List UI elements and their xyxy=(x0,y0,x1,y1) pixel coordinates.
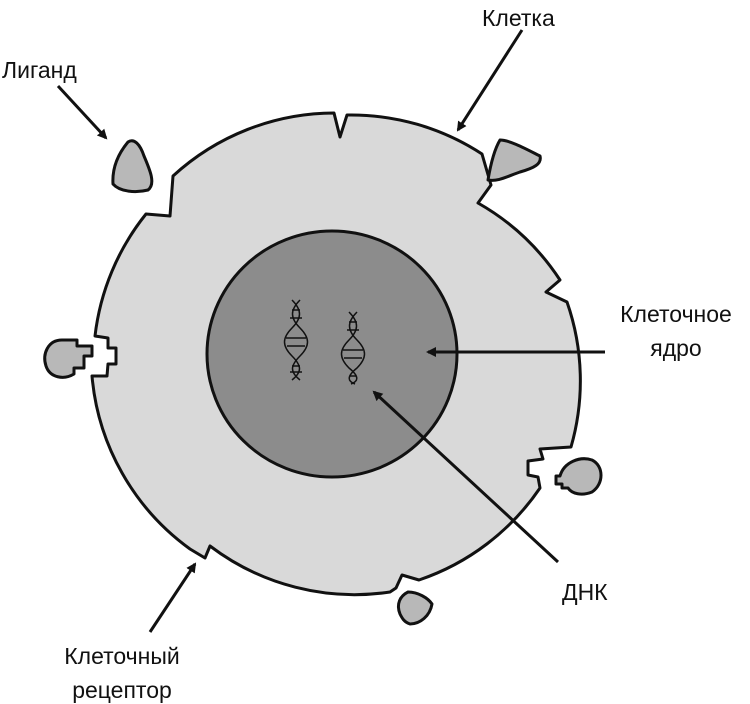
label-nucleus-line1: Клеточное xyxy=(620,301,732,327)
label-cell: Клетка xyxy=(482,5,555,31)
ligand-top-right xyxy=(486,138,542,182)
arrow-receptor xyxy=(148,562,197,633)
arrow-cell xyxy=(456,29,524,132)
label-nucleus-line2: ядро xyxy=(650,335,702,361)
label-nucleus: Клеточное ядро xyxy=(606,300,746,362)
arrow-dna xyxy=(372,390,560,564)
ligand-left xyxy=(43,338,94,379)
label-receptor-line1: Клеточный xyxy=(64,643,180,669)
ligand-bottom xyxy=(396,590,434,626)
cell-nucleus xyxy=(205,229,459,479)
label-receptor-line2: рецептор xyxy=(72,677,172,703)
dna-helix-right xyxy=(340,311,366,385)
label-receptor: Клеточный рецептор xyxy=(42,642,202,704)
ligand-right xyxy=(554,457,603,496)
arrow-ligand xyxy=(56,84,108,140)
ligand-top-left xyxy=(111,139,154,194)
label-ligand: Лиганд xyxy=(2,57,77,83)
dna-helix-left xyxy=(283,299,309,381)
label-dna: ДНК xyxy=(562,579,608,605)
